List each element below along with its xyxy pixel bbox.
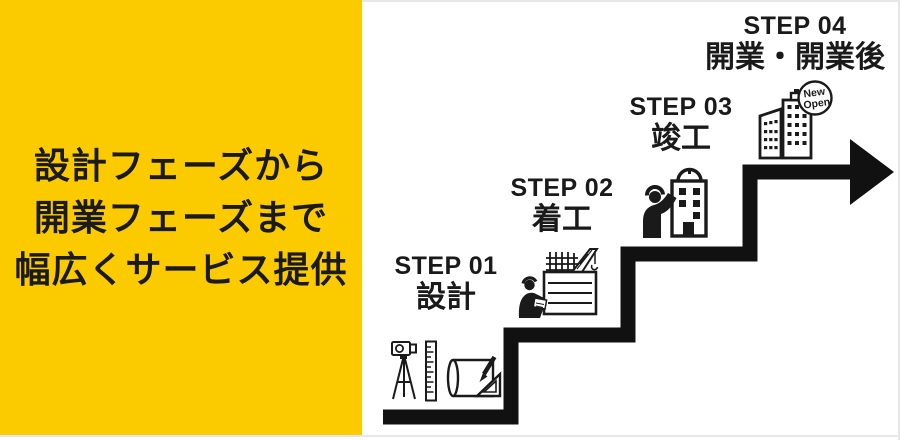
theodolite-icon [391, 341, 417, 400]
top-border [0, 0, 900, 2]
step-04-label: STEP 04 [743, 12, 847, 40]
headline: 設計フェーズから 開業フェーズまで 幅広くサービス提供 [14, 140, 347, 296]
step-04-name: 開業・開業後 [705, 41, 885, 74]
step-02: STEP 02 着工 [492, 175, 632, 236]
headline-line-1: 設計フェーズから [33, 144, 329, 186]
step-04-icons: New Open [756, 80, 834, 162]
right-border [898, 0, 900, 440]
headline-line-3: 幅広くサービス提供 [14, 248, 348, 290]
step-01-label: STEP 01 [394, 252, 498, 280]
staircase-line [383, 164, 852, 425]
step-03: STEP 03 竣工 [611, 94, 751, 155]
construction-site-icon [518, 248, 599, 318]
step-01-icons [389, 338, 503, 402]
worker-building-icon [643, 167, 708, 238]
new-open-bubble-line2: Open [803, 96, 831, 112]
headline-line-2: 開業フェーズまで [33, 196, 329, 238]
blueprint-icon [446, 355, 502, 398]
new-open-bubble [797, 80, 833, 116]
new-open-building-icon: New Open [758, 80, 833, 160]
step-02-icons [514, 246, 604, 320]
ruler-icon [425, 340, 437, 402]
step-01-name: 設計 [416, 281, 476, 314]
step-02-label: STEP 02 [510, 174, 614, 202]
headline-panel: 設計フェーズから 開業フェーズまで 幅広くサービス提供 [0, 0, 362, 435]
arrow-head-icon [850, 139, 894, 205]
step-03-name: 竣工 [651, 122, 711, 155]
step-03-icons [638, 164, 714, 238]
step-02-name: 着工 [532, 203, 592, 236]
bottom-border [0, 435, 900, 437]
step-03-label: STEP 03 [629, 93, 733, 121]
step-04: STEP 04 開業・開業後 [700, 13, 890, 74]
step-01: STEP 01 設計 [376, 253, 516, 314]
new-open-bubble-line1: New [803, 85, 827, 100]
